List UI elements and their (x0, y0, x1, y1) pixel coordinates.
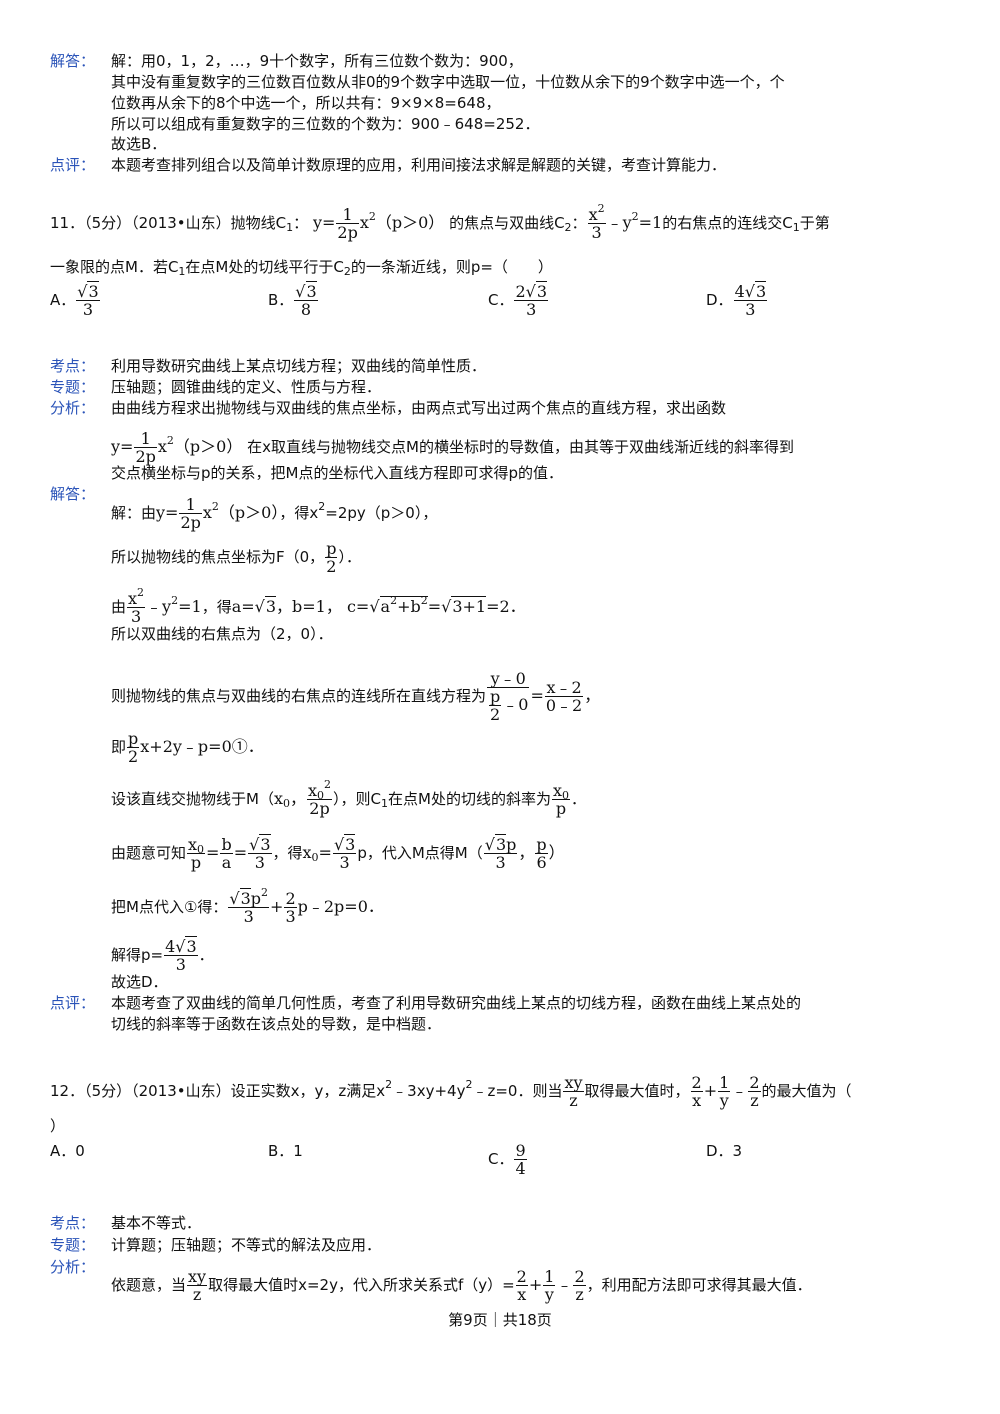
option-label: B． (268, 291, 294, 309)
stem-text: 的最大值为（ (761, 1082, 852, 1100)
zhuanti-text: 计算题；压轴题；不等式的解法及应用． (111, 1236, 382, 1254)
stem-text: ： (293, 214, 309, 232)
stem-text: 的焦点与双曲线C (449, 214, 565, 232)
step-text: ，得x (279, 504, 319, 522)
stem-text: 一象限的点M．若C (50, 258, 179, 276)
option-label: C． (488, 291, 514, 309)
kaodian-text: 利用导数研究曲线上某点切线方程；双曲线的简单性质． (111, 357, 487, 375)
stem-text: ﹣3xy+4y (392, 1082, 466, 1100)
stem-text: ﹣z=0．则当 (472, 1082, 563, 1100)
step-text: ，得 (272, 844, 303, 862)
stem-text: 的一条渐近线，则p=（ ） (350, 258, 553, 276)
stem-text: 于第 (799, 214, 830, 232)
kaodian-label: 考点： (50, 357, 96, 375)
answer-line: 其中没有重复数字的三位数百位数从非0的9个数字中选取一位，十位数从余下的9个数字… (111, 73, 785, 91)
option-b: B．1 (268, 1142, 303, 1160)
comment-text: 本题考查了双曲线的简单几何性质，考查了利用导数研究曲线上某点的切线方程，函数在曲… (111, 994, 802, 1012)
fenxi-label: 分析： (50, 1258, 96, 1276)
kaodian-label: 考点： (50, 1214, 96, 1232)
step-text: ），则C (333, 790, 382, 808)
fenxi-text: 交点横坐标与p的关系，把M点的坐标代入直线方程即可求得p的值． (111, 464, 563, 482)
comment-label: 点评： (50, 156, 96, 174)
option-a: A．0 (50, 1142, 85, 1160)
fenxi-text-part: 依题意，当 (111, 1276, 187, 1294)
option-label: D． (706, 291, 733, 309)
step-text: 即 (111, 738, 127, 756)
fenxi-text: 由曲线方程求出抛物线与双曲线的焦点坐标，由两点式写出过两个焦点的直线方程，求出函… (111, 399, 727, 417)
kaodian-text: 基本不等式． (111, 1214, 202, 1232)
answer-line: 位数再从余下的8个中选一个，所以共有：9×9×8=648， (111, 94, 501, 112)
option-d: D．3 (706, 1142, 743, 1160)
fenxi-label: 分析： (50, 399, 96, 417)
page-footer: 第9页｜共18页 (448, 1311, 552, 1329)
step-text: p，代入M点得M（ (357, 844, 483, 862)
step-text: ，得 (201, 598, 232, 616)
zhuanti-label: 专题： (50, 378, 96, 396)
comment-text: 本题考查排列组合以及简单计数原理的应用，利用间接法求解是解题的关键，考查计算能力… (111, 156, 727, 174)
fenxi-text-part: ，利用配方法即可求得其最大值． (586, 1276, 812, 1294)
step-text: x+2y﹣p=0①． (140, 737, 264, 756)
question-11-stem-line2: 一象限的点M．若C1在点M处的切线平行于C2的一条渐近线，则p=（ ） (50, 258, 553, 278)
step-text: 设该直线交抛物线于M（ (111, 790, 274, 808)
comment-text: 切线的斜率等于函数在该点处的导数，是中档题． (111, 1015, 442, 1033)
solution-step-4: 所以双曲线的右焦点为（2，0）． (111, 625, 333, 643)
step-text: 解：由 (111, 504, 157, 522)
answer-label: 解答： (50, 52, 96, 70)
question-12-stem-line2: ） (50, 1117, 66, 1135)
option-label: A． (50, 291, 76, 309)
answer-line: 故选B． (111, 135, 167, 153)
step-text: =2py（p＞0）， (325, 504, 438, 522)
zhuanti-text: 压轴题；圆锥曲线的定义、性质与方程． (111, 378, 382, 396)
comment-label: 点评： (50, 994, 96, 1012)
zhuanti-label: 专题： (50, 1236, 96, 1254)
step-text: 则抛物线的焦点与双曲线的右焦点的连线所在直线方程为 (111, 687, 487, 705)
answer-line: 解：用0，1，2，…，9十个数字，所有三位数个数为：900， (111, 52, 523, 70)
fenxi-text: 在x取直线与抛物线交点M的横坐标时的导数值，由其等于双曲线渐近线的斜率得到 (247, 438, 794, 456)
option-label: C． (488, 1150, 514, 1168)
solution-step-11: 故选D． (111, 973, 168, 991)
fenxi-text-part: 取得最大值时x=2y，代入所求关系式f（y）= (208, 1276, 515, 1294)
answer-label: 解答： (50, 485, 96, 503)
stem-text: 取得最大值时， (584, 1082, 690, 1100)
step-text: 解得p= (111, 946, 164, 964)
stem-text: 在点M处的切线平行于C (185, 258, 344, 276)
step-text: 所以抛物线的焦点坐标为F（0， (111, 548, 325, 566)
stem-text: 11．（5分）（2013•山东）抛物线C (50, 214, 287, 232)
step-text: 由题意可知 (111, 844, 187, 862)
step-text: 把M点代入①得： (111, 898, 228, 916)
step-text: 由 (111, 598, 127, 616)
step-text: p﹣2p=0． (297, 897, 384, 916)
step-text: 在点M处的切线的斜率为 (388, 790, 551, 808)
step-text: ）． (338, 548, 361, 566)
question-12-stem: 12．（5分）（2013•山东）设正实数x，y，z满足x2﹣3xy+4y2﹣z=… (50, 1073, 852, 1110)
stem-text: 的右焦点的连线交C (662, 214, 793, 232)
answer-line: 所以可以组成有重复数字的三位数的个数为：900﹣648=252． (111, 115, 540, 133)
stem-text: 12．（5分）（2013•山东）设正实数x，y，z满足x (50, 1082, 386, 1100)
